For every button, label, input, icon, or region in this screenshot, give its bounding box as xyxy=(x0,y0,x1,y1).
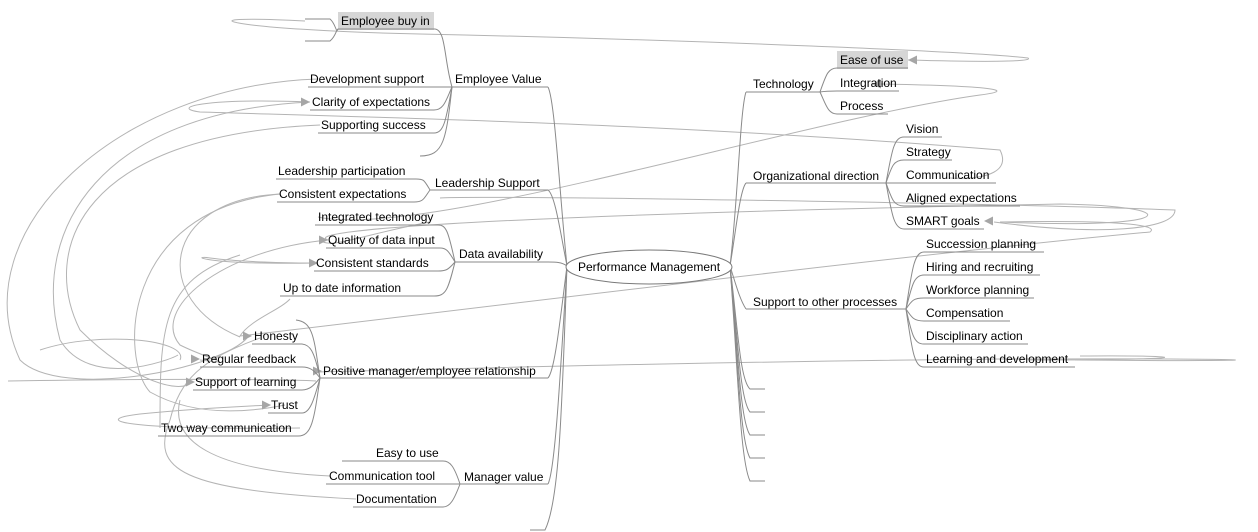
leaf-leadership-participation[interactable]: Leadership participation xyxy=(278,164,405,178)
branch-positive-relationship[interactable]: Positive manager/employee relationship xyxy=(323,364,536,378)
leaf-strategy[interactable]: Strategy xyxy=(906,145,951,159)
main-branch-connectors xyxy=(530,86,765,531)
branch-leadership-support[interactable]: Leadership Support xyxy=(435,176,540,190)
leaf-workforce-planning[interactable]: Workforce planning xyxy=(926,283,1029,297)
leaf-trust[interactable]: Trust xyxy=(271,398,299,412)
leaf-regular-feedback[interactable]: Regular feedback xyxy=(202,352,297,366)
leaf-communication[interactable]: Communication xyxy=(906,168,989,182)
leaf-labels: Employee buy in Development support Clar… xyxy=(161,14,1069,506)
leaf-up-to-date-information[interactable]: Up to date information xyxy=(283,281,401,295)
leaf-compensation[interactable]: Compensation xyxy=(926,306,1003,320)
leaf-vision[interactable]: Vision xyxy=(906,122,938,136)
highlight-employee-buy-in xyxy=(338,12,434,30)
leaf-two-way-communication[interactable]: Two way communication xyxy=(161,421,292,435)
leaf-employee-buy-in[interactable]: Employee buy in xyxy=(341,14,430,28)
central-label: Performance Management xyxy=(578,260,721,274)
leaf-easy-to-use[interactable]: Easy to use xyxy=(376,446,439,460)
leaf-disciplinary-action[interactable]: Disciplinary action xyxy=(926,329,1023,343)
central-node[interactable]: Performance Management xyxy=(565,249,733,285)
leaf-clarity-of-expectations[interactable]: Clarity of expectations xyxy=(312,95,430,109)
leaf-development-support[interactable]: Development support xyxy=(310,72,425,86)
branch-manager-value[interactable]: Manager value xyxy=(464,470,544,484)
leaf-learning-and-development[interactable]: Learning and development xyxy=(926,352,1069,366)
leaf-communication-tool[interactable]: Communication tool xyxy=(329,469,435,483)
relationship-links xyxy=(6,18,1236,500)
branch-organizational-direction[interactable]: Organizational direction xyxy=(753,169,879,183)
branch-support-processes[interactable]: Support to other processes xyxy=(753,295,897,309)
branch-labels: Employee Value Leadership Support Data a… xyxy=(323,72,897,484)
leaf-succession-planning[interactable]: Succession planning xyxy=(926,237,1036,251)
branch-employee-value[interactable]: Employee Value xyxy=(455,72,542,86)
leaf-smart-goals[interactable]: SMART goals xyxy=(906,214,980,228)
leaf-support-of-learning[interactable]: Support of learning xyxy=(195,375,296,389)
leaf-integrated-technology[interactable]: Integrated technology xyxy=(318,210,433,224)
leaf-aligned-expectations[interactable]: Aligned expectations xyxy=(906,191,1017,205)
branch-data-availability[interactable]: Data availability xyxy=(459,247,543,261)
branch-underlines xyxy=(320,86,906,485)
leaf-process[interactable]: Process xyxy=(840,99,883,113)
leaf-integration[interactable]: Integration xyxy=(840,76,897,90)
left-leaf-connectors xyxy=(158,18,461,508)
leaf-consistent-expectations[interactable]: Consistent expectations xyxy=(279,187,406,201)
leaf-ease-of-use[interactable]: Ease of use xyxy=(840,53,904,67)
leaf-hiring-and-recruiting[interactable]: Hiring and recruiting xyxy=(926,260,1033,274)
leaf-documentation[interactable]: Documentation xyxy=(356,492,437,506)
leaf-consistent-standards[interactable]: Consistent standards xyxy=(316,256,429,270)
leaf-supporting-success[interactable]: Supporting success xyxy=(321,118,426,132)
relationship-arrowheads xyxy=(186,55,993,410)
highlight-ease-of-use xyxy=(837,51,908,69)
right-leaf-connectors xyxy=(819,67,1075,368)
leaf-quality-of-data-input[interactable]: Quality of data input xyxy=(328,233,435,247)
branch-technology[interactable]: Technology xyxy=(753,77,814,91)
leaf-honesty[interactable]: Honesty xyxy=(254,329,298,343)
